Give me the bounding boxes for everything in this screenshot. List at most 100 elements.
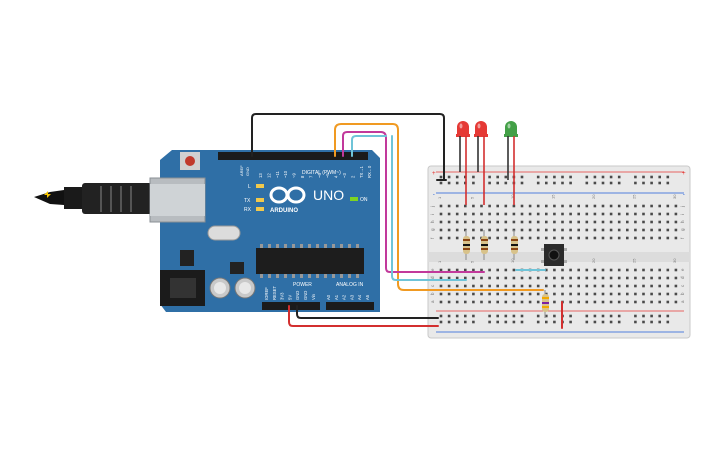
digital-header (218, 152, 368, 160)
digital-pin-label-4: ~9 (292, 173, 297, 178)
gnd-label: GND (245, 167, 250, 176)
arduino-logo-icon (269, 186, 306, 204)
l-led (256, 184, 264, 188)
digital-pin-label-7: ~6 (317, 173, 322, 178)
power-pin-label-6: Vin (311, 293, 316, 300)
atmega-chip (256, 248, 364, 274)
wire-cyan-pin2[interactable] (351, 135, 387, 157)
bb-row-label-top-0-3: g (430, 228, 435, 231)
bb-row-label-top-1-1: i (680, 214, 685, 215)
l-label: L (248, 184, 251, 190)
bb-row-label-top-1-2: h (680, 220, 685, 223)
breadboard-column-labels: 115510101515202025253030 (437, 194, 677, 263)
bb-row-label-top-0-1: i (430, 214, 435, 215)
bb-row-label-bottom-0-3: b (430, 292, 435, 295)
power-label: POWER (293, 282, 312, 288)
crystal (207, 225, 241, 241)
resistor-1[interactable] (463, 230, 470, 260)
bb-row-label-top-0-2: h (430, 220, 435, 223)
bb-row-label-bottom-1-0: e (680, 268, 685, 271)
bb-col-label-0-19: 20 (591, 194, 596, 199)
brand-label: ARDUINO (270, 208, 298, 214)
bb-col-label-1-0: 1 (437, 260, 442, 263)
bolt-icon (44, 191, 51, 198)
bb-row-label-top-1-3: g (680, 228, 685, 231)
digital-pin-label-1: 12 (266, 173, 271, 178)
rx-led (256, 207, 264, 211)
digital-pin-label-3: ~10 (283, 170, 288, 178)
bb-col-label-1-4: 5 (469, 260, 474, 263)
power-pin-label-0: IOREF (264, 287, 269, 300)
bb-row-label-top-0-0: j (430, 206, 435, 208)
resistor-2[interactable] (481, 230, 488, 260)
usb-cable[interactable] (34, 183, 162, 214)
leds[interactable] (456, 121, 518, 137)
analog-pin-label-2: A2 (342, 294, 347, 300)
wire-cyan-board[interactable] (391, 135, 467, 281)
bb-row-label-bottom-0-0: e (430, 268, 435, 271)
power-pin-label-1: RESET (272, 286, 277, 300)
rx-label: RX (244, 207, 252, 213)
breadboard-holes[interactable] (439, 175, 678, 324)
power-header (262, 302, 320, 310)
digital-pin-label-0: 13 (258, 173, 263, 178)
led-red-1[interactable] (456, 121, 470, 137)
svg-text:-: - (682, 191, 686, 198)
analog-label: ANALOG IN (336, 282, 364, 288)
bb-col-label-0-9: 10 (510, 194, 515, 199)
bb-row-label-top-0-4: f (430, 237, 435, 239)
resistor-3[interactable] (511, 230, 518, 260)
digital-pin-label-10: ~3 (342, 173, 347, 178)
push-button[interactable] (541, 244, 567, 266)
digital-pin-label-2: ~11 (275, 171, 280, 178)
wire-magenta-pin4[interactable] (342, 131, 485, 273)
analog-pin-label-4: A4 (357, 294, 362, 300)
regulator (180, 250, 194, 266)
wire-gnd-black[interactable] (251, 113, 445, 181)
led-green[interactable] (504, 121, 518, 137)
resistor-4[interactable] (542, 290, 549, 318)
bb-row-label-bottom-1-3: b (680, 292, 685, 295)
bb-row-label-bottom-1-2: c (680, 284, 685, 287)
bb-col-label-0-14: 15 (550, 194, 555, 199)
tx-led (256, 198, 264, 202)
bb-col-label-1-19: 20 (591, 258, 596, 263)
analog-pin-label-0: A0 (326, 294, 331, 300)
svg-text:-: - (432, 191, 436, 198)
analog-pin-label-5: A5 (365, 294, 370, 300)
power-pin-label-5: GND (303, 291, 308, 300)
digital-pin-label-8: ~5 (325, 173, 330, 178)
bb-col-label-0-4: 5 (469, 196, 474, 199)
digital-label: DIGITAL (PWM~) (302, 170, 341, 176)
aref-label: AREF (239, 165, 244, 176)
analog-pin-label-1: A1 (334, 294, 339, 300)
bb-col-label-0-29: 30 (672, 194, 677, 199)
bb-row-label-bottom-0-2: c (430, 284, 435, 287)
arduino-uno-board[interactable] (149, 150, 380, 312)
bb-col-label-0-24: 25 (631, 194, 636, 199)
digital-pin-label-11: 2 (350, 175, 355, 178)
bb-col-label-1-9: 10 (510, 258, 515, 263)
power-pin-label-2: 3V3 (280, 292, 285, 300)
wire-black-gnd-bottom[interactable] (296, 305, 439, 319)
svg-text:+: + (682, 170, 686, 177)
bb-row-label-bottom-1-4: a (680, 300, 685, 303)
digital-pin-label-12: TX→1 (359, 165, 364, 178)
power-pin-label-4: GND (295, 291, 300, 300)
wire-orange-pin3[interactable] (334, 123, 515, 291)
analog-header (326, 302, 374, 310)
bb-col-label-0-0: 1 (437, 196, 442, 199)
analog-pin-label-3: A3 (349, 294, 354, 300)
digital-pin-label-9: 4 (334, 175, 339, 178)
bb-col-label-1-29: 30 (672, 258, 677, 263)
led-red-2[interactable] (474, 121, 488, 137)
on-label: ON (360, 197, 368, 203)
bb-row-label-top-1-0: j (680, 206, 685, 208)
model-label: UNO (313, 187, 344, 203)
wire-red-5v[interactable] (288, 305, 439, 327)
svg-text:+: + (432, 170, 436, 177)
